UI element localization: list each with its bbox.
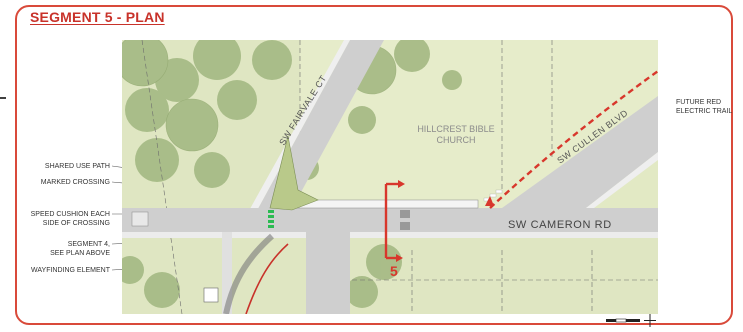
callout-segment4: SEGMENT 4, SEE PLAN ABOVE [20, 240, 110, 258]
callout-segment4-line2: SEE PLAN ABOVE [50, 250, 110, 257]
callout-future-trail-line2: ELECTRIC TRAIL [676, 108, 733, 115]
callout-speed-cushion-line1: SPEED CUSHION EACH [30, 211, 110, 218]
callout-future-trail-line1: FUTURE RED [676, 99, 722, 106]
scale-bar [606, 314, 656, 327]
section-cut-label: 5 [390, 263, 398, 279]
callout-marked-crossing: MARKED CROSSING [40, 179, 110, 186]
tree-canopy [122, 40, 462, 308]
callout-speed-cushion: SPEED CUSHION EACH SIDE OF CROSSING [20, 210, 110, 228]
marked-crossing-stripes [268, 210, 274, 228]
church-label-line1: HILLCREST BIBLE [417, 124, 494, 134]
church-label-line2: CHURCH [437, 135, 476, 145]
page-title: SEGMENT 5 - PLAN [30, 9, 165, 25]
callout-future-trail: FUTURE RED ELECTRIC TRAIL [676, 98, 736, 116]
future-trail-line [489, 69, 658, 209]
plan-map: 5 SW FAIRVALE CT SW CULLEN BLVD SW CAMER… [122, 40, 658, 314]
callout-wayfinding: WAYFINDING ELEMENT [31, 267, 110, 274]
callout-speed-cushion-line2: SIDE OF CROSSING [42, 220, 110, 227]
map-canvas: 5 SW FAIRVALE CT SW CULLEN BLVD SW CAMER… [122, 40, 658, 314]
callout-segment4-line1: SEGMENT 4, [67, 241, 110, 248]
street-label-cameron: SW CAMERON RD [508, 219, 612, 231]
future-trail-arrow-tail [485, 196, 494, 206]
callout-shared-use-path: SHARED USE PATH [44, 163, 110, 170]
